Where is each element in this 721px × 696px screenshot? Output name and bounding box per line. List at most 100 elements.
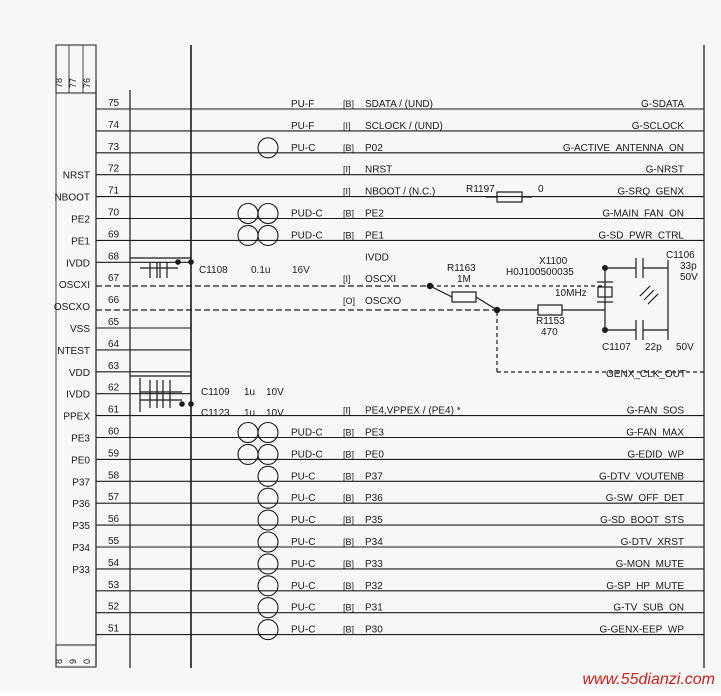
io-direction-60: [B] (343, 428, 354, 438)
pull-type-57: PU-C (291, 493, 315, 504)
pin-name-66: OSCXO (54, 302, 90, 313)
pullup-resistor-circle (257, 465, 279, 487)
pullup-resistor-circle (237, 202, 259, 225)
pin-function-52: P31 (365, 603, 383, 614)
net-name-56: G-SD_BOOT_STS (600, 515, 684, 526)
ic-footer-pin-9: 9 (68, 659, 78, 664)
pullup-resistor-circle (257, 421, 279, 444)
watermark: www.55dianzi.com (582, 671, 716, 688)
pin-function-56: P35 (365, 515, 383, 526)
pull-type-74: PU-F (291, 121, 314, 132)
pullup-resistor-circle (257, 597, 279, 619)
io-direction-67: [I] (343, 274, 351, 284)
pin-name-71: NBOOT (54, 193, 90, 204)
pin-name-67: OSCXI (59, 280, 90, 291)
pin-number-71: 71 (108, 186, 120, 197)
pull-type-54: PU-C (291, 559, 315, 570)
pin-function-55: P34 (365, 537, 383, 548)
io-direction-54: [B] (343, 559, 354, 569)
pull-type-51: PU-C (291, 625, 315, 636)
pin-number-67: 67 (108, 273, 120, 284)
pin-number-52: 52 (108, 602, 120, 613)
pin-number-74: 74 (108, 120, 120, 131)
pull-type-53: PU-C (291, 581, 315, 592)
pullup-resistor-circle (257, 553, 279, 575)
pin-name-58: P37 (72, 477, 90, 488)
ic-header-pin-78: 78 (54, 78, 64, 88)
io-direction-53: [B] (343, 581, 354, 591)
pin-number-57: 57 (108, 492, 120, 503)
net-name-69: G-SD_PWR_CTRL (598, 230, 684, 241)
pin-name-72: NRST (63, 171, 90, 182)
pullup-resistor-circle (257, 487, 279, 509)
pull-type-75: PU-F (291, 99, 314, 110)
pin-number-62: 62 (108, 383, 120, 394)
pin-name-68: IVDD (66, 258, 90, 269)
pullup-resistor-circle (257, 224, 279, 246)
pin-number-54: 54 (108, 558, 120, 569)
pin-name-59: PE0 (71, 455, 90, 466)
pin-function-66: OSCXO (365, 296, 401, 307)
pin-name-63: VDD (69, 368, 90, 379)
pin-function-73: P02 (365, 143, 383, 154)
io-direction-61: [I] (343, 406, 351, 416)
pin-number-66: 66 (108, 295, 120, 306)
io-direction-57: [B] (343, 493, 354, 503)
net-name-57: G-SW_OFF_DET (606, 493, 684, 504)
pin-name-69: PE1 (71, 236, 90, 247)
pin-number-64: 64 (108, 339, 120, 350)
pin-function-61: PE4,VPPEX / (PE4) * (365, 406, 461, 417)
pin-function-54: P33 (365, 559, 383, 570)
net-name-73: G-ACTIVE_ANTENNA_ON (563, 143, 684, 154)
pull-type-55: PU-C (291, 537, 315, 548)
io-direction-51: [B] (343, 625, 354, 635)
pullup-resistor-circle (257, 575, 279, 597)
pin-name-57: P36 (72, 499, 90, 510)
pin-number-51: 51 (108, 624, 120, 635)
io-direction-52: [B] (343, 603, 354, 613)
pin-function-74: SCLOCK / (UND) (365, 121, 443, 132)
net-name-61: G-FAN_SOS (627, 406, 685, 417)
pullup-resistor-circle (257, 443, 279, 465)
pin-number-73: 73 (108, 142, 120, 153)
pin-number-60: 60 (108, 427, 120, 438)
pull-type-73: PU-C (291, 143, 315, 154)
ic-footer-box (55, 644, 97, 668)
net-name-53: G-SP_HP_MUTE (606, 581, 684, 592)
net-name-72: G-NRST (646, 165, 684, 176)
pin-number-53: 53 (108, 580, 120, 591)
net-name-59: G-EDID_WP (627, 449, 684, 460)
io-direction-75: [B] (343, 99, 354, 109)
io-direction-74: [I] (343, 121, 351, 131)
net-name-55: G-DTV_XRST (621, 537, 684, 548)
io-direction-70: [B] (343, 209, 354, 219)
ic-header-pin-77: 77 (68, 78, 78, 88)
io-direction-72: [I] (343, 165, 351, 175)
pullup-resistor-circle (257, 509, 279, 531)
pin-number-70: 70 (108, 208, 120, 219)
pin-function-58: P37 (365, 471, 383, 482)
pin-function-59: PE0 (365, 449, 384, 460)
io-direction-56: [B] (343, 515, 354, 525)
pin-function-51: P30 (365, 625, 383, 636)
pullup-resistor-circle (237, 224, 259, 246)
io-direction-71: [I] (343, 187, 351, 197)
pin-number-72: 72 (108, 164, 120, 175)
pull-type-58: PU-C (291, 471, 315, 482)
pin-number-68: 68 (108, 251, 120, 262)
pin-name-70: PE2 (71, 215, 90, 226)
pull-type-69: PUD-C (291, 230, 323, 241)
net-name-51: G-GENX-EEP_WP (600, 625, 685, 636)
pin-function-68: IVDD (365, 252, 389, 263)
net-name-71: G-SRQ_GENX (617, 187, 684, 198)
net-name-58: G-DTV_VOUTENB (599, 471, 684, 482)
pin-name-62: IVDD (66, 390, 90, 401)
pull-type-56: PU-C (291, 515, 315, 526)
pullup-resistor-circle (257, 202, 279, 225)
pull-type-60: PUD-C (291, 428, 323, 439)
pin-function-53: P32 (365, 581, 383, 592)
pin-function-69: PE1 (365, 230, 384, 241)
io-direction-66: [O] (343, 296, 355, 306)
pin-function-60: PE3 (365, 428, 384, 439)
